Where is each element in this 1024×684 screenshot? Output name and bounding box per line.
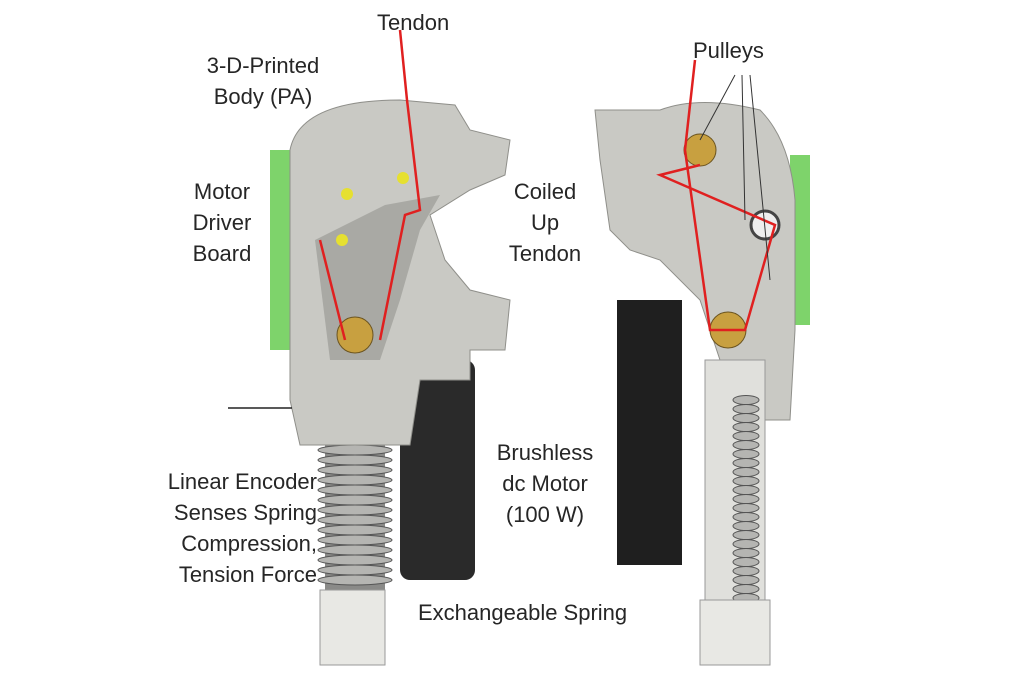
label-line: Linear Encoder — [167, 469, 317, 494]
spring-coil — [732, 404, 760, 414]
spring-coil — [732, 494, 760, 504]
spring-coil — [317, 534, 393, 546]
spring-coil — [317, 564, 393, 576]
brushless-motor-left — [400, 360, 475, 580]
spring-coil — [732, 395, 760, 405]
screw — [341, 188, 353, 200]
screw — [397, 172, 409, 184]
label-tendon: Tendon — [377, 10, 450, 35]
spring-coil — [317, 524, 393, 536]
label-line: Brushless — [496, 440, 594, 465]
label-line: Up — [530, 210, 560, 235]
label-line: Board — [192, 241, 252, 266]
label-line: Senses Spring — [173, 500, 317, 525]
spring-coil — [732, 485, 760, 495]
pulley-left — [336, 316, 374, 354]
label-linear-encoder: Linear Encoder Senses Spring Compression… — [110, 466, 317, 590]
label-line: Tension Force — [178, 562, 317, 587]
label-pulleys: Pulleys — [693, 38, 764, 63]
label-motor-driver-board: Motor Driver Board — [172, 176, 272, 269]
pulley-top — [683, 133, 717, 167]
spring-left — [317, 440, 393, 590]
spring-coil — [317, 484, 393, 496]
pulley-pointers — [699, 74, 771, 281]
label-line: Motor — [193, 179, 251, 204]
spring-coil — [732, 584, 760, 594]
spring-base-right — [699, 599, 771, 666]
spring-coil — [732, 557, 760, 567]
label-line: Coiled — [513, 179, 577, 204]
spring-coil — [732, 539, 760, 549]
label-line: Compression, — [181, 531, 317, 556]
tendon-left — [318, 29, 422, 341]
label-printed-body: 3-D-Printed Body (PA) — [188, 50, 338, 112]
spring-coil — [732, 503, 760, 513]
label-line: dc Motor — [502, 471, 588, 496]
spring-coil — [317, 504, 393, 516]
spring-coil — [317, 454, 393, 466]
spring-coil — [317, 464, 393, 476]
spring-coil — [317, 514, 393, 526]
label-line: (100 W) — [505, 502, 585, 527]
spring-coil — [732, 521, 760, 531]
spring-coil — [732, 431, 760, 441]
spring-coil — [732, 575, 760, 585]
label-line: Tendon — [508, 241, 582, 266]
spring-coil — [317, 444, 393, 456]
spring-coil — [732, 449, 760, 459]
spring-coil — [732, 548, 760, 558]
label-brushless-motor: Brushless dc Motor (100 W) — [480, 437, 610, 530]
label-coiled-tendon: Coiled Up Tendon — [490, 176, 600, 269]
spring-coil — [732, 512, 760, 522]
spring-coil — [732, 458, 760, 468]
spring-coil — [317, 474, 393, 486]
label-line: Driver — [192, 210, 252, 235]
spring-coil — [317, 494, 393, 506]
spring-coil — [732, 476, 760, 486]
spring-right — [732, 395, 760, 603]
spring-cap-left — [319, 589, 386, 666]
spring-coil — [732, 440, 760, 450]
spring-coil — [732, 413, 760, 423]
brushless-motor-right — [617, 300, 682, 565]
screw — [336, 234, 348, 246]
spring-coil — [732, 422, 760, 432]
spring-coil — [732, 530, 760, 540]
spring-coil — [732, 566, 760, 576]
spring-coil — [317, 574, 393, 586]
label-exchangeable-spring: Exchangeable Spring — [418, 600, 628, 625]
tendon-right — [656, 59, 777, 332]
spring-coil — [732, 467, 760, 477]
label-line: Body (PA) — [213, 84, 313, 109]
label-line: 3-D-Printed — [206, 53, 320, 78]
spring-coil — [317, 544, 393, 556]
spring-coil — [317, 554, 393, 566]
